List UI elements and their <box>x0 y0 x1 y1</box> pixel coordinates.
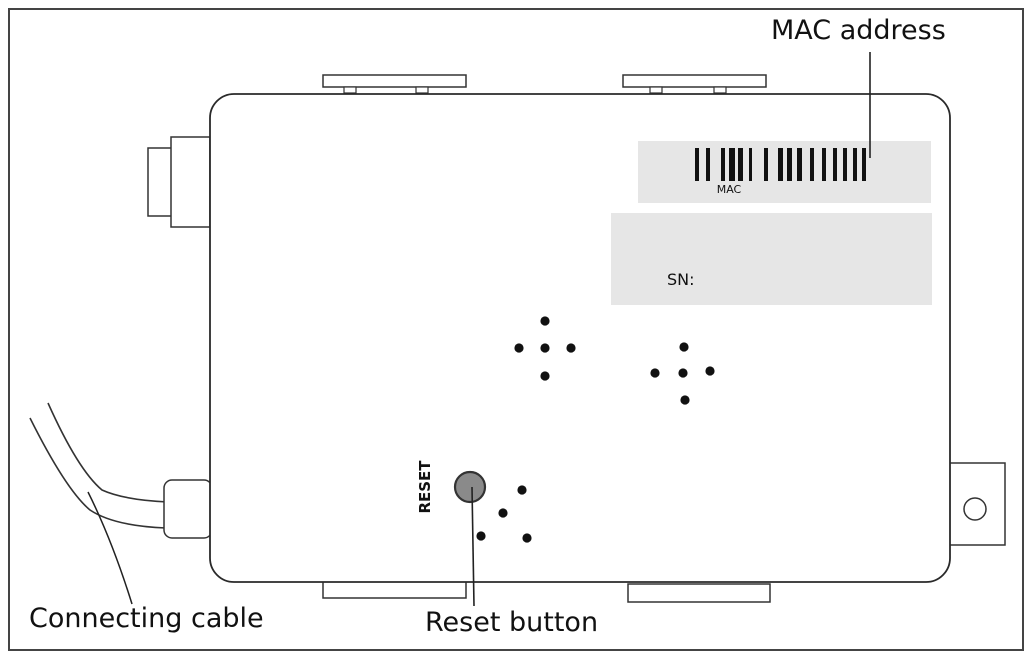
indicator-dots-right <box>650 342 715 405</box>
barcode-bar <box>695 148 699 181</box>
barcode-bar <box>749 148 752 181</box>
side-connector <box>147 136 211 228</box>
barcode-bar <box>853 148 857 181</box>
reset-leader-line <box>471 486 475 607</box>
outer-frame <box>8 8 1024 651</box>
indicator-dots-left <box>514 316 576 381</box>
mounting-ear <box>947 462 1006 546</box>
barcode-bar <box>810 148 814 181</box>
sn-label-panel <box>611 213 932 305</box>
connecting-cable <box>29 402 213 539</box>
barcode-bar <box>822 148 826 181</box>
connecting-cable-label: Connecting cable <box>29 603 264 634</box>
indicator-dots-bottom <box>476 485 532 543</box>
barcode-bar <box>729 148 735 181</box>
barcode-bar <box>862 148 866 181</box>
barcode-bar <box>843 148 847 181</box>
cable-leader-line <box>87 491 133 605</box>
mac-address-label: MAC address <box>771 15 946 46</box>
reset-button-label: Reset button <box>425 607 598 638</box>
barcode-bar <box>833 148 837 181</box>
mac-label-panel <box>638 141 931 203</box>
mac-small-label: MAC <box>717 183 742 196</box>
top-mount-tab-right <box>622 74 767 94</box>
barcode-bar <box>721 148 725 181</box>
reset-vertical-label: RESET <box>416 460 434 514</box>
sn-label: SN: <box>667 270 695 289</box>
barcode-bar <box>787 148 792 181</box>
barcode-bar <box>706 148 710 181</box>
bottom-mount-tab-right <box>627 583 771 603</box>
barcode-bar <box>738 148 743 181</box>
mac-barcode <box>695 148 866 181</box>
reset-button[interactable] <box>453 470 487 504</box>
top-mount-tab-left <box>322 74 467 94</box>
barcode-bar <box>764 148 768 181</box>
barcode-bar <box>797 148 802 181</box>
barcode-bar <box>778 148 783 181</box>
